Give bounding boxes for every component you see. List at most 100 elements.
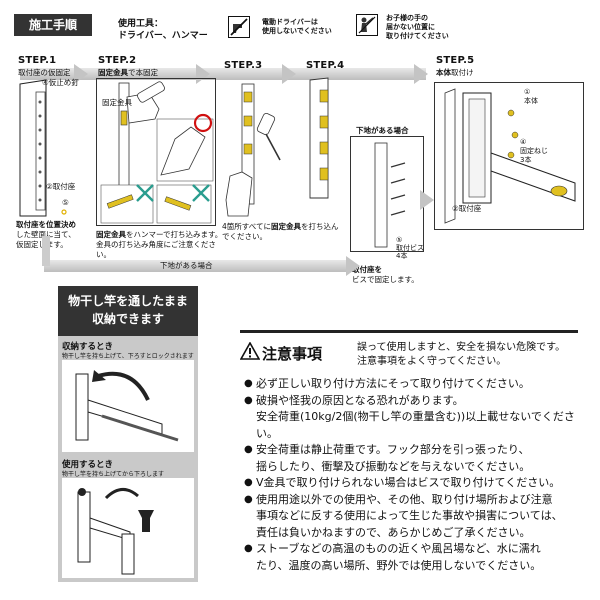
- warning-child: お子様の手の 届かない位置に 取り付けてください: [386, 14, 449, 41]
- part-screws: ⑤ 取付ビス 4本: [396, 236, 424, 260]
- step-5-sub-rest: 取付け: [451, 68, 474, 77]
- step-2-sub-bold: 固定金具: [98, 68, 128, 77]
- warning-line: お子様の手の: [386, 14, 428, 22]
- part-mount-base: ②取付座: [46, 182, 76, 191]
- caution-item-line: 安全荷重(10kg/2個(物干し竿の重量含む))以上載せないでください。: [256, 410, 575, 440]
- intro-line: 注意事項をよく守ってください。: [357, 356, 507, 367]
- caution-item-line: 破損や怪我の原因となる恐れがあります。: [256, 393, 464, 407]
- warning-triangle-icon: [240, 342, 260, 360]
- part-fixing-bracket: 固定金具: [102, 98, 132, 107]
- warning-line: 届かない位置に: [386, 23, 435, 31]
- caution-list: 必ず正しい取り付け方法にそって取り付けてください。破損や怪我の原因となる恐れがあ…: [244, 376, 589, 574]
- caption-line: でください。: [222, 232, 267, 241]
- caption-line: 取付座を位置決め: [16, 220, 76, 229]
- part-line: ①: [524, 88, 531, 96]
- tools-value: ドライバー、ハンマー: [118, 31, 208, 41]
- caution-item-line: たり、温度の高い場所、野外では使用しないでください。: [256, 558, 542, 572]
- underground-title: 下地がある場合: [356, 126, 409, 135]
- caption-line: 4箇所すべてに固定金具を打ち込ん: [222, 222, 350, 232]
- step-4-label: STEP.4: [306, 60, 345, 71]
- caution-item-line: 責任は負いかねますので、あらかじめご了承ください。: [256, 525, 531, 539]
- part-number-5: ⑤: [62, 198, 69, 207]
- step-2-caption: 固定金具をハンマーで打ち込みます。 金具の打ち込み角度にご注意ください。: [96, 230, 226, 260]
- flow-arrow: [74, 64, 88, 84]
- underground-illustration: [374, 142, 406, 248]
- use-desc: 物干し竿を持ち上げてから下ろします: [62, 471, 165, 478]
- caution-item-line: 必ず正しい取り付け方法にそって取り付けてください。: [256, 377, 530, 390]
- caution-item-line: 揺らしたり、衝撃及び振動などを与えないでください。: [256, 459, 531, 473]
- step-5-label: STEP.5: [436, 55, 475, 66]
- caption-rest: を打ち込ん: [300, 222, 339, 231]
- caution-item: 必ず正しい取り付け方法にそって取り付けてください。: [244, 376, 589, 393]
- caption-line: 仮固定します。: [16, 240, 68, 249]
- storage-banner: 物干し竿を通したまま 収納できます: [58, 286, 198, 336]
- flow-arrow: [420, 190, 434, 210]
- band-connector: [42, 236, 50, 266]
- step-5-illustration: [444, 88, 576, 224]
- underground-band-label: 下地がある場合: [160, 261, 213, 270]
- child-reach-icon: [356, 14, 378, 36]
- flow-arrow: [196, 64, 210, 84]
- part-mount-base-5: ②取付座: [452, 204, 482, 213]
- part-line: ⑤: [396, 236, 403, 244]
- caution-item-line: 安全荷重は静止荷重です。フック部分を引っ張ったり、: [256, 443, 530, 456]
- step-4-illustration: [309, 77, 329, 199]
- tools-text: 使用工具： ドライバー、ハンマー: [118, 18, 208, 42]
- underground-frame: [350, 136, 424, 252]
- step-5-frame: [434, 82, 584, 230]
- caption-bold: 固定金具: [96, 230, 126, 239]
- step-2-sub-rest: で本固定: [128, 68, 158, 77]
- warning-line: 電動ドライバーは: [262, 18, 318, 26]
- warning-no-drill: 電動ドライバーは 使用しないでください: [262, 18, 332, 36]
- store-illustration-frame: [62, 360, 194, 452]
- caption-pre: 4箇所すべてに: [222, 222, 271, 231]
- step-2-sub: 固定金具で本固定: [98, 67, 158, 78]
- step-1-label: STEP.1: [18, 55, 57, 66]
- step-1-caption: 取付座を位置決め した壁面に当て、 仮固定します。: [16, 220, 76, 250]
- step-3-label: STEP.3: [224, 60, 263, 71]
- banner-line: 物干し竿を通したまま: [68, 294, 188, 308]
- step-2-label: STEP.2: [98, 55, 137, 66]
- caption-bold: 固定金具: [270, 222, 301, 231]
- warning-line: 使用しないでください: [262, 27, 332, 35]
- step-2-illustration: [100, 81, 214, 224]
- underground-flow-band: [44, 260, 346, 272]
- part-body: ① 本体: [524, 88, 538, 106]
- store-title: 収納するとき: [62, 342, 114, 352]
- caution-item-line: 使用用途以外での使用や、その他、取り付け場所および注意: [256, 492, 553, 506]
- caution-item-line: ストーブなどの高温のものの近くや風呂場など、水に濡れ: [256, 542, 541, 555]
- step-5-sub: 本体取付け: [436, 67, 474, 78]
- step-2-frame: [96, 78, 216, 226]
- caption-line: 取付座を: [352, 265, 382, 274]
- part-line: ④: [520, 138, 527, 146]
- step-1-illustration: [19, 79, 67, 217]
- tools-label: 使用工具：: [118, 19, 164, 29]
- no-drill-icon: [228, 16, 250, 38]
- caution-item: 破損や怪我の原因となる恐れがあります。: [244, 393, 589, 410]
- step-1-sub: 取付座の仮固定: [18, 68, 71, 77]
- caption-line: ビスで固定します。: [352, 275, 419, 284]
- step-3-illustration: [225, 83, 281, 217]
- flow-arrow: [414, 64, 428, 84]
- part-line: 3本: [520, 156, 532, 164]
- banner-line: 収納できます: [91, 312, 164, 326]
- part-line: 4本: [396, 252, 408, 260]
- caution-item: 使用用途以外での使用や、その他、取り付け場所および注意事項などに反する使用によっ…: [244, 492, 589, 542]
- caption-line: した壁面に当て、: [16, 230, 76, 239]
- use-title: 使用するとき: [62, 460, 114, 470]
- caution-item: 安全荷重は静止荷重です。フック部分を引っ張ったり、揺らしたり、衝撃及び振動などを…: [244, 442, 589, 475]
- step-flow-band: [20, 68, 426, 80]
- flow-arrow: [346, 256, 360, 276]
- underground-caption: 取付座を ビスで固定します。: [352, 265, 419, 285]
- caution-title: 注意事項: [262, 345, 323, 363]
- caution-item: 安全荷重(10kg/2個(物干し竿の重量含む))以上載せないでください。: [244, 409, 589, 442]
- intro-line: 誤って使用しますと、安全を損ない危険です。: [357, 342, 566, 353]
- caption-line: 固定金具をハンマーで打ち込みます。: [96, 230, 226, 240]
- use-illustration: [77, 488, 154, 575]
- caution-item-line: 事項などに反する使用によって生じた事故や損害については、: [256, 509, 563, 522]
- store-desc: 物干し竿を持ち上げて、下ろすとロックされます: [62, 353, 194, 360]
- caption-rest: をハンマーで打ち込みます。: [126, 230, 223, 239]
- step-3-caption: 4箇所すべてに固定金具を打ち込ん でください。: [222, 222, 350, 242]
- use-illustration-frame: [62, 478, 194, 578]
- warning-line: 取り付けてください: [386, 32, 449, 40]
